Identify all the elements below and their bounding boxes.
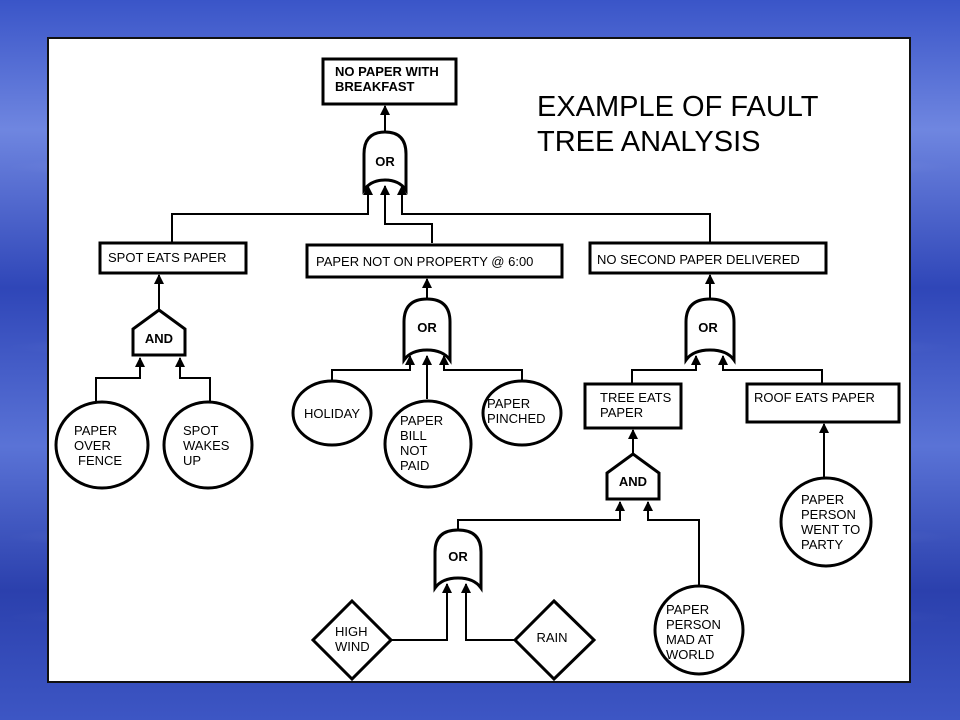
slide: EXAMPLE OF FAULT TREE ANALYSIS NO PAPER …: [47, 37, 911, 683]
svg-text:MAD AT: MAD AT: [666, 632, 713, 647]
svg-text:OR: OR: [417, 320, 437, 335]
svg-text:RAIN: RAIN: [536, 630, 567, 645]
event-roof-eats-paper: [745, 382, 901, 424]
svg-text:NOT: NOT: [400, 443, 428, 458]
basic-event-paper-bill-not-paid: [383, 399, 473, 489]
or-gate-second-paper: OR: [684, 297, 736, 365]
basic-event-spot-wakes-up: [162, 400, 254, 490]
svg-text:PARTY: PARTY: [801, 537, 843, 552]
svg-text:TREE ANALYSIS: TREE ANALYSIS: [537, 126, 761, 158]
undeveloped-event-high-wind: [310, 598, 394, 681]
svg-text:HIGH: HIGH: [335, 624, 368, 639]
or-gate-weather: OR: [433, 528, 483, 593]
svg-text:PAPER: PAPER: [400, 413, 443, 428]
svg-text:TREE EATS: TREE EATS: [600, 390, 672, 405]
event-paper-not-on-property: [305, 243, 564, 279]
fault-tree-diagram: EXAMPLE OF FAULT TREE ANALYSIS NO PAPER …: [54, 57, 901, 681]
svg-text:PAPER: PAPER: [801, 492, 844, 507]
basic-event-paper-person-mad-at-world: [653, 584, 745, 676]
svg-text:PAID: PAID: [400, 458, 429, 473]
svg-text:OR: OR: [448, 549, 468, 564]
svg-text:WENT TO: WENT TO: [801, 522, 860, 537]
and-gate-spot: AND: [131, 308, 187, 357]
svg-text:WAKES: WAKES: [183, 438, 230, 453]
svg-text:PAPER: PAPER: [74, 423, 117, 438]
basic-event-paper-over-fence: [54, 400, 150, 490]
svg-text:NO SECOND PAPER DELIVERED: NO SECOND PAPER DELIVERED: [597, 252, 800, 267]
svg-text:BILL: BILL: [400, 428, 427, 443]
basic-event-paper-person-went-to-party: [779, 476, 873, 568]
svg-text:OR: OR: [375, 154, 395, 169]
svg-text:UP: UP: [183, 453, 201, 468]
svg-text:OR: OR: [698, 320, 718, 335]
svg-text:AND: AND: [619, 474, 647, 489]
diagram-title: EXAMPLE OF FAULT TREE ANALYSIS: [537, 91, 819, 158]
svg-text:BREAKFAST: BREAKFAST: [335, 79, 415, 94]
svg-text:PAPER NOT ON PROPERTY @ 6:00: PAPER NOT ON PROPERTY @ 6:00: [316, 254, 533, 269]
svg-text:PAPER: PAPER: [666, 602, 709, 617]
and-gate-tree: AND: [605, 452, 661, 501]
svg-text:PERSON: PERSON: [666, 617, 721, 632]
svg-text:HOLIDAY: HOLIDAY: [304, 406, 360, 421]
event-no-second-paper-delivered: [588, 241, 828, 275]
svg-text:OVER: OVER: [74, 438, 111, 453]
svg-text:EXAMPLE OF FAULT: EXAMPLE OF FAULT: [537, 91, 819, 123]
svg-text:WORLD: WORLD: [666, 647, 714, 662]
event-tree-eats-paper: [583, 382, 683, 430]
svg-text:FENCE: FENCE: [78, 453, 122, 468]
undeveloped-event-rain: [512, 598, 597, 681]
basic-event-paper-pinched: [481, 379, 563, 447]
basic-event-holiday: [291, 379, 373, 447]
svg-text:PERSON: PERSON: [801, 507, 856, 522]
svg-text:PAPER: PAPER: [600, 405, 643, 420]
svg-text:WIND: WIND: [335, 639, 370, 654]
top-event-label: NO PAPER WITH: [335, 64, 439, 79]
svg-text:PINCHED: PINCHED: [487, 411, 546, 426]
svg-text:AND: AND: [145, 331, 173, 346]
top-event-box: [321, 57, 458, 106]
svg-text:SPOT: SPOT: [183, 423, 218, 438]
svg-text:SPOT EATS PAPER: SPOT EATS PAPER: [108, 250, 226, 265]
event-spot-eats-paper: [98, 241, 248, 275]
or-gate-top: OR: [362, 130, 408, 195]
svg-text:ROOF EATS PAPER: ROOF EATS PAPER: [754, 390, 875, 405]
or-gate-property: OR: [402, 297, 452, 365]
svg-text:PAPER: PAPER: [487, 396, 530, 411]
